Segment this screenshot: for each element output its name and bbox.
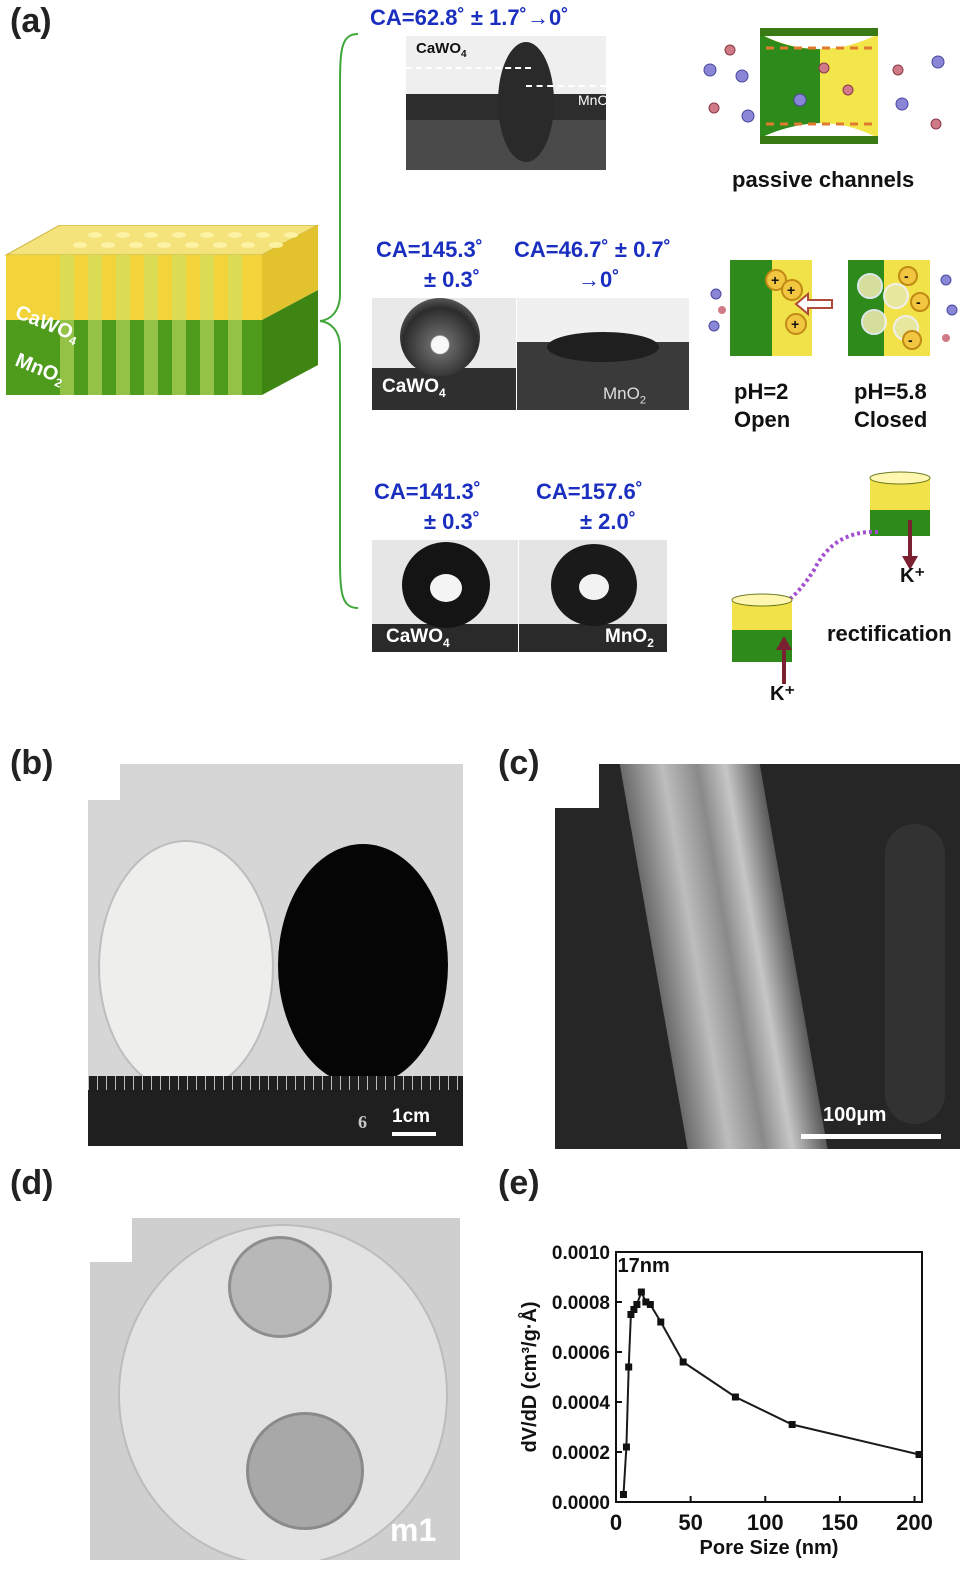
data-point [633,1301,641,1308]
data-point [627,1311,635,1318]
row2-ca-right-line2: →0˚ [578,267,620,292]
svg-text:+: + [791,316,799,332]
data-point [622,1443,630,1451]
ph-open-line1: pH=2 [734,379,789,404]
x-tick-label: 150 [822,1510,859,1535]
y-tick-label: 0.0000 [552,1493,610,1514]
black-membrane [278,844,448,1086]
data-point [619,1491,627,1498]
x-tick-label: 0 [610,1510,622,1535]
x-axis-label: Pore Size (nm) [700,1537,839,1559]
panel-label-c: (c) [498,744,540,782]
row3-left-material: CaWO4 [386,626,450,650]
panel-b-scale-bar [392,1132,436,1136]
k-ion-top: K⁺ [900,565,925,587]
data-point [788,1421,796,1428]
pore-size-chart: 0.0000 0.0002 0.0004 0.0006 0.0008 0.0010 0 50… [517,1243,933,1559]
row2-ca-left-line1: CA=145.3˚ [376,237,484,262]
peak-annotation: 17nm [617,1255,669,1277]
row3-ca-right-line2: ± 2.0˚ [580,509,637,534]
row1-contact-angle: CA=62.8˚ ± 1.7˚→0˚ [370,5,569,30]
data-point [646,1301,654,1308]
ph-gating-schematic: +++ --- [708,260,958,356]
membrane-cross-section [616,764,834,1149]
row2-left-droplet-photo: CaWO4 [372,298,516,410]
row3-ca-left-line1: CA=141.3˚ [374,479,482,504]
y-axis-label: dV/dD (cm³/g·Å) [517,1301,541,1452]
row3-right-droplet-photo: MnO2 [519,540,667,652]
y-tick-label: 0.0002 [552,1443,610,1464]
data-point [731,1393,739,1401]
svg-text:+: + [787,282,795,298]
series-line [622,1289,920,1495]
row3-right-material: MnO2 [605,626,654,650]
row1-bottom-material: MnO2 [578,92,614,111]
panel-b-photo: 6 1cm [88,764,463,1146]
x-tick-label: 50 [678,1510,702,1535]
panel-label-a: (a) [10,2,52,40]
white-membrane [98,840,274,1094]
data-point [637,1288,645,1296]
rectification-caption: rectification [827,621,952,646]
ph-closed-line2: Closed [854,407,928,432]
panel-label-e: (e) [498,1164,540,1202]
data-point [642,1298,650,1306]
row2-ca-right-line1: CA=46.7˚ ± 0.7˚ [514,237,671,262]
ph-closed-line1: pH=5.8 [854,379,927,404]
panel-b-scale-label: 1cm [392,1106,431,1127]
row3-ca-right-line1: CA=157.6˚ [536,479,644,504]
k-ion-bottom: K⁺ [770,683,795,705]
y-tick-label: 0.0004 [552,1393,611,1414]
row2-right-droplet-photo: MnO2 [517,298,689,410]
membrane-schematic: CaWO4 MnO2 [4,225,319,395]
plot-frame [615,1251,923,1503]
svg-text:-: - [916,294,921,310]
row2-right-material: MnO2 [603,384,646,407]
spot-bottom [246,1412,364,1530]
y-tick-label: 0.0006 [552,1343,610,1364]
brace [319,33,359,609]
panel-d-label: m1 [390,1512,437,1548]
panel-c-sem-image: 100μm [555,764,960,1149]
svg-text:-: - [904,268,909,284]
row2-ca-left-line2: ± 0.3˚ [424,267,481,292]
panel-c-scale-label: 100μm [823,1104,887,1126]
data-point [679,1358,687,1366]
data-point [630,1306,638,1313]
row3-left-droplet-photo: CaWO4 [372,540,518,652]
svg-text:+: + [771,272,779,288]
panel-label-d: (d) [10,1164,54,1202]
data-point [657,1318,665,1326]
y-tick-label: 0.0010 [552,1243,610,1264]
panel-d-photo: m1 [90,1218,460,1560]
ruler: 6 1cm [88,1076,463,1146]
passive-channels-caption: passive channels [732,167,915,192]
passive-channel-schematic [703,28,945,144]
row1-droplet-photo: CaWO4 MnO2 [406,36,613,170]
y-tick-label: 0.0008 [552,1293,610,1314]
ph-open-line2: Open [734,407,791,432]
panel-label-b: (b) [10,744,54,782]
x-tick-label: 100 [747,1510,784,1535]
row1-top-material: CaWO4 [416,40,467,60]
spot-top [228,1236,332,1338]
data-point [915,1451,923,1458]
row3-ca-left-line2: ± 0.3˚ [424,509,481,534]
data-point [625,1363,633,1371]
svg-text:-: - [908,332,913,348]
panel-c-scale-bar [801,1134,941,1139]
x-tick-label: 200 [896,1510,933,1535]
rectification-schematic [731,471,931,684]
row2-left-material: CaWO4 [382,376,446,400]
ruler-number: 6 [358,1112,367,1132]
